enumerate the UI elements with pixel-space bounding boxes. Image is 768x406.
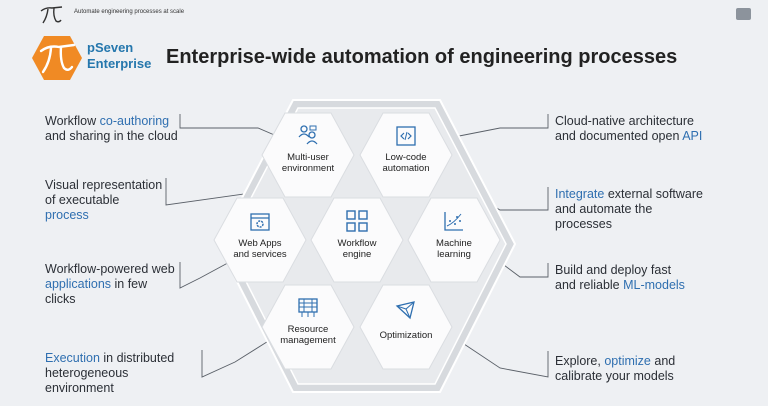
feature-integrate: Integrate external software and automate… xyxy=(555,187,703,232)
feature-coauthoring-line2: and sharing in the cloud xyxy=(45,129,178,143)
connector-mlmodels xyxy=(491,255,549,278)
hex-low-code-line1: Low-code xyxy=(385,152,427,163)
hex-optimization-label: Optimization xyxy=(361,330,451,341)
feature-visual-link[interactable]: process xyxy=(45,208,89,222)
feature-integrate-text: external software xyxy=(604,187,704,201)
tagline: Automate engineering processes at scale xyxy=(74,9,185,15)
hex-workflow xyxy=(310,197,404,283)
feature-mlmodels-link[interactable]: ML-models xyxy=(623,278,685,292)
feature-cloud: Cloud-native architecture and documented… xyxy=(555,114,702,144)
hex-resource xyxy=(261,284,355,370)
hex-ml-line1: Machine xyxy=(436,238,472,249)
feature-coauthoring: Workflow co-authoring and sharing in the… xyxy=(45,114,178,144)
feature-cloud-text: and documented open xyxy=(555,129,683,143)
feature-mlmodels-line1: Build and deploy fast xyxy=(555,263,672,277)
scatter-chart-icon xyxy=(444,212,463,231)
hex-ml xyxy=(407,197,501,283)
hex-web-apps-label: Web Apps and services xyxy=(215,238,305,260)
pseven-logo-icon xyxy=(32,36,82,80)
hex-workflow-label: Workflow engine xyxy=(312,238,402,260)
polyhedron-icon xyxy=(395,301,415,320)
hex-web-apps-line1: Web Apps xyxy=(238,238,282,249)
feature-integrate-line3: processes xyxy=(555,217,612,231)
hex-resource-label: Resource management xyxy=(263,324,353,346)
feature-webapps-link[interactable]: applications xyxy=(45,277,112,291)
feature-visual-line1: Visual representation xyxy=(45,178,163,192)
browser-gear-icon xyxy=(250,213,270,231)
hex-low-code-label: Low-code automation xyxy=(361,152,451,174)
hex-optimization-line1: Optimization xyxy=(379,330,433,341)
feature-webapps-line1: Workflow-powered web xyxy=(45,262,175,276)
hex-multi-user-line1: Multi-user xyxy=(287,152,329,163)
feature-cloud-link[interactable]: API xyxy=(682,129,703,143)
hex-workflow-line2: engine xyxy=(342,249,372,260)
menu-icon[interactable] xyxy=(736,8,751,20)
connector-cloud xyxy=(453,114,549,138)
feature-mlmodels: Build and deploy fast and reliable ML-mo… xyxy=(555,263,685,293)
hex-resource-line1: Resource xyxy=(287,324,329,335)
page-title: Enterprise-wide automation of engineerin… xyxy=(166,46,678,68)
feature-webapps-line3: clicks xyxy=(45,292,76,306)
feature-execution-line3: environment xyxy=(45,381,114,395)
feature-webapps: Workflow-powered web applications in few… xyxy=(45,262,175,307)
feature-execution-line2: heterogeneous xyxy=(45,366,129,380)
feature-optimize-text: Explore, xyxy=(555,354,605,368)
connector-webapps xyxy=(179,257,238,289)
feature-optimize: Explore, optimize and calibrate your mod… xyxy=(555,354,675,384)
hex-workflow-line1: Workflow xyxy=(337,238,377,249)
feature-execution-text: in distributed xyxy=(99,351,175,365)
hex-multi-user-line2: environment xyxy=(281,163,335,174)
hex-web-apps xyxy=(213,197,307,283)
feature-optimize-link[interactable]: optimize xyxy=(604,354,651,368)
hex-low-code xyxy=(359,112,453,198)
hex-resource-line2: management xyxy=(280,335,336,346)
hex-web-apps-line2: and services xyxy=(233,249,287,260)
pi-logo-icon xyxy=(40,6,63,24)
connector-optimize xyxy=(454,337,549,378)
hex-ml-line2: learning xyxy=(437,249,471,260)
feature-optimize-text2: and xyxy=(650,354,676,368)
feature-coauthoring-text: Workflow xyxy=(45,114,100,128)
feature-execution: Execution in distributed heterogeneous e… xyxy=(45,351,174,396)
hex-ml-label: Machine learning xyxy=(409,238,499,260)
feature-cloud-line1: Cloud-native architecture xyxy=(555,114,694,128)
feature-integrate-line2: and automate the xyxy=(555,202,653,216)
feature-mlmodels-text: and reliable xyxy=(555,278,624,292)
brand-name-line1: pSeven xyxy=(87,40,134,55)
feature-execution-link[interactable]: Execution xyxy=(45,351,100,365)
users-icon xyxy=(298,125,318,145)
feature-webapps-text: in few xyxy=(111,277,148,291)
top-bar: Automate engineering processes at scale xyxy=(0,0,768,28)
connector-execution xyxy=(201,339,271,378)
code-icon xyxy=(396,126,416,146)
feature-integrate-link[interactable]: Integrate xyxy=(555,187,605,201)
hex-multi-user xyxy=(261,112,355,198)
blocks-icon xyxy=(346,210,368,232)
hex-low-code-line2: automation xyxy=(382,163,430,174)
brand-name-line2: Enterprise xyxy=(87,56,152,71)
hex-multi-user-label: Multi-user environment xyxy=(263,152,353,174)
feature-coauthoring-link[interactable]: co-authoring xyxy=(99,114,170,128)
server-icon xyxy=(298,298,318,317)
hex-optimization xyxy=(359,284,453,370)
feature-visual: Visual representation of executable proc… xyxy=(45,178,162,223)
connector-coauthoring xyxy=(179,114,287,141)
feature-visual-line2: of executable xyxy=(45,193,120,207)
feature-optimize-line2: calibrate your models xyxy=(555,369,674,383)
